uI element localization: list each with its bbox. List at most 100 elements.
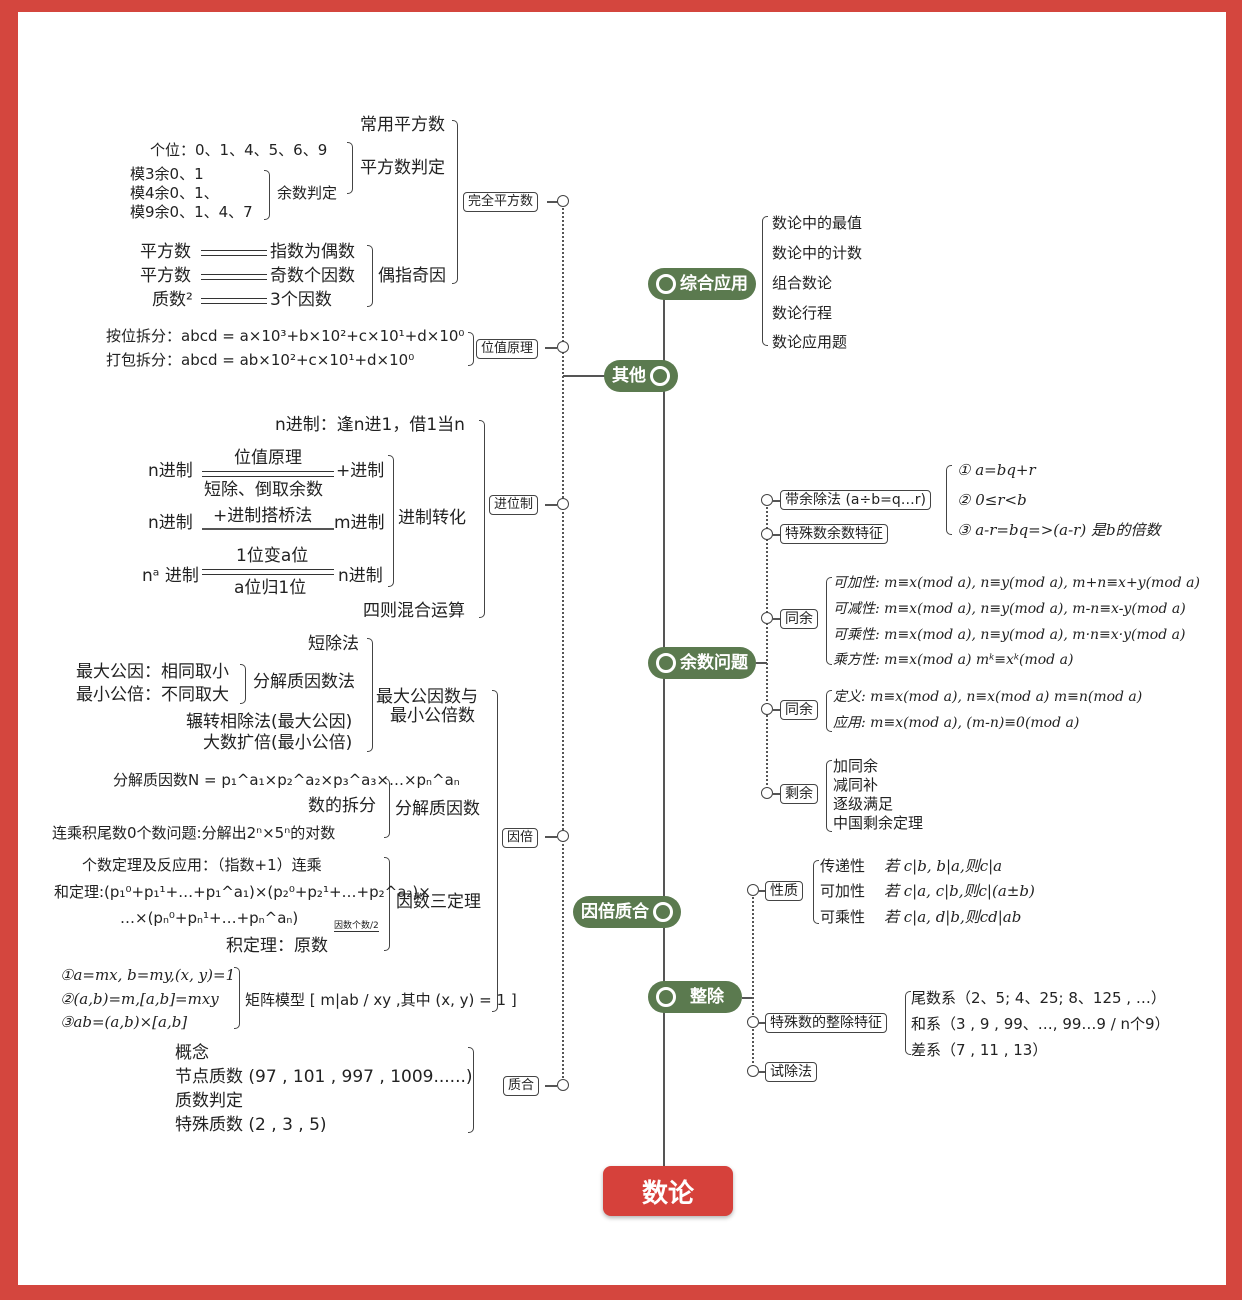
label: 模4余0、1、 [130, 184, 219, 202]
node-teshu-yushu[interactable]: 特殊数余数特征 [780, 524, 888, 544]
bracket [347, 142, 353, 194]
label: 位值原理 [234, 448, 302, 468]
root-node[interactable]: 数论 [603, 1166, 733, 1216]
label: n进制 [148, 513, 193, 533]
branch-qita[interactable]: 其他 [604, 360, 678, 392]
label: 可加性 [820, 882, 866, 900]
formula: 按位拆分：abcd = a×10³+b×10²+c×10¹+d×10⁰ [106, 327, 465, 345]
double-arrow-icon [202, 471, 334, 477]
dotted-line-left [562, 201, 564, 1085]
list-item: 和系（3 , 9 , 99、…, 99…9 / n个9） [911, 1015, 1170, 1033]
bracket [468, 1047, 474, 1133]
formula: 可加性: m≡x(mod a), n≡y(mod a), m+n≡x+y(mod… [833, 575, 1200, 591]
branch-label: 整除 [690, 987, 724, 1007]
node-shengyu[interactable]: 剩余 [780, 784, 818, 804]
list-item: 数论应用题 [772, 333, 848, 351]
list-item: 尾数系（2、5; 4、25; 8、125 , …） [911, 989, 1166, 1007]
bracket [762, 216, 768, 346]
bracket [905, 991, 911, 1055]
node-xingzhi[interactable]: 性质 [765, 881, 803, 901]
bracket [826, 760, 832, 832]
double-arrow-icon [202, 569, 334, 575]
label: 短除、倒取余数 [204, 480, 323, 500]
node-zhihe[interactable]: 质合 [503, 1076, 540, 1096]
label: a位归1位 [234, 578, 307, 598]
branch-label: 其他 [612, 366, 646, 386]
node-daiyu[interactable]: 带余除法 (a÷b=q…r) [780, 490, 931, 510]
formula: 若 c|b, b|a,则c|a [884, 857, 1003, 875]
label: 短除法 [308, 634, 359, 654]
bracket [946, 465, 952, 535]
list-item: 质数判定 [175, 1091, 243, 1111]
bracket [367, 638, 373, 752]
circle-icon [650, 366, 670, 386]
label: 因数三定理 [396, 892, 481, 912]
formula: 若 c|a, d|b,则cd|ab [884, 908, 1022, 926]
formula: 可减性: m≡x(mod a), n≡y(mod a), m-n≡x-y(mod… [833, 601, 1186, 617]
branch-label: 因倍质合 [581, 902, 649, 922]
formula: 定义: m≡x(mod a), n≡x(mod a) m≡n(mod a) [833, 689, 1143, 705]
branch-label: 余数问题 [680, 653, 748, 673]
formula: ②(a,b)=m,[a,b]=mxy [60, 990, 219, 1008]
circle-icon [656, 274, 676, 294]
bracket [388, 455, 394, 587]
list-item: 数论中的最值 [772, 214, 863, 232]
bracket [468, 332, 474, 366]
node-shichu[interactable]: 试除法 [765, 1062, 817, 1082]
label: 最小公倍数 [390, 706, 475, 726]
label: 大数扩倍(最小公倍) [203, 733, 353, 753]
branch-zhengchu[interactable]: 整除 [648, 981, 742, 1013]
label: 奇数个因数 [270, 266, 355, 286]
label: 可乘性 [820, 908, 866, 926]
formula: 分解质因数N = p₁^a₁×p₂^a₂×p₃^a₃×…×pₙ^aₙ [113, 771, 460, 789]
node-tezheng[interactable]: 特殊数的整除特征 [765, 1013, 887, 1033]
bracket [813, 860, 819, 924]
branch-yinbei[interactable]: 因倍质合 [573, 896, 681, 928]
label: 分解质因数 [395, 799, 480, 819]
bracket [492, 690, 498, 1012]
label: 个位：0、1、4、5、6、9 [150, 141, 328, 159]
label: 最大公因数与 [376, 687, 478, 707]
node-circle[interactable] [557, 830, 569, 842]
label: 最小公倍：不同取大 [76, 685, 229, 705]
label: 偶指奇因 [378, 266, 446, 286]
label: 模3余0、1 [130, 165, 204, 183]
label: 最大公因：相同取小 [76, 662, 229, 682]
label: 3个因数 [270, 290, 332, 310]
bracket [826, 690, 832, 732]
trunk-line [663, 285, 665, 1170]
node-circle[interactable] [557, 341, 569, 353]
node-jinwei[interactable]: 进位制 [489, 495, 539, 515]
node-circle[interactable] [557, 1079, 569, 1091]
branch-yushu[interactable]: 余数问题 [648, 647, 756, 679]
branch-zonghe[interactable]: 综合应用 [648, 268, 756, 300]
formula: 乘方性: m≡x(mod a) mᵏ≡xᵏ(mod a) [833, 652, 1074, 668]
node-yinbei[interactable]: 因倍 [502, 828, 539, 848]
label: 平方数 [140, 242, 191, 262]
node-circle[interactable] [557, 195, 569, 207]
formula: ① a=bq+r [957, 461, 1036, 479]
list-item: 概念 [175, 1043, 209, 1063]
list-item: 减同补 [833, 776, 879, 794]
node-tongyu[interactable]: 同余 [780, 609, 818, 629]
formula: 打包拆分：abcd = ab×10²+c×10¹+d×10⁰ [106, 351, 415, 369]
label: 个数定理及反应用：（指数+1）连乘 [82, 856, 322, 874]
exponent: 因数个数/2 [334, 921, 379, 932]
list-item: 加同余 [833, 757, 879, 775]
double-arrow-icon [201, 274, 267, 280]
formula: ② 0≤r<b [957, 491, 1027, 509]
formula: 矩阵模型 [ m|ab / xy ,其中 (x, y) = 1 ] [245, 991, 517, 1009]
formula: ①a=mx, b=my,(x, y)=1 [60, 966, 236, 984]
node-wanquan[interactable]: 完全平方数 [463, 192, 539, 212]
node-weizhi[interactable]: 位值原理 [476, 339, 539, 359]
connector [742, 997, 753, 999]
dotted-line-zhengchu [752, 890, 754, 1071]
list-item: 差系（7 , 11 , 13） [911, 1041, 1048, 1059]
label: 数的拆分 [308, 796, 376, 816]
node-tongyu-2[interactable]: 同余 [780, 700, 818, 720]
bracket [452, 120, 458, 284]
formula: 若 c|a, c|b,则c|(a±b) [884, 882, 1035, 900]
bracket [234, 967, 240, 1029]
label: 传递性 [820, 857, 866, 875]
node-circle[interactable] [557, 498, 569, 510]
